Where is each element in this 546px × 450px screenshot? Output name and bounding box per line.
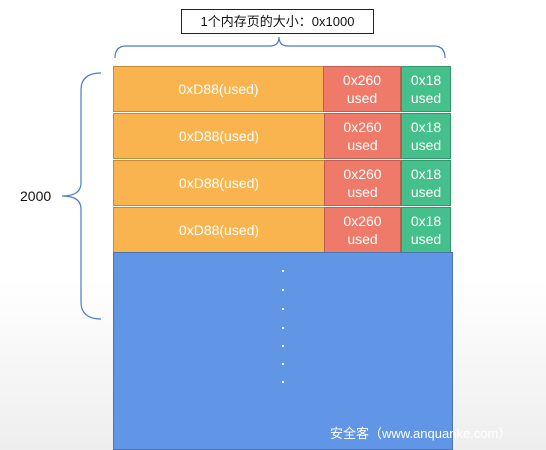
chunk-small-state: used — [410, 231, 442, 247]
ellipsis-dot — [282, 345, 284, 347]
ellipsis-dot — [282, 363, 284, 365]
ellipsis-dot — [282, 270, 284, 272]
chunk-small-3: 0x18 used — [401, 160, 451, 206]
chunk-mid-4: 0x260 used — [324, 207, 401, 253]
chunk-mid-size: 0x260 — [342, 72, 382, 88]
chunk-mid-2: 0x260 used — [324, 113, 401, 159]
chunk-main-3: 0xD88(used) — [113, 160, 325, 206]
free-memory-area — [113, 252, 453, 450]
chunk-main-2: 0xD88(used) — [113, 113, 325, 159]
chunk-small-size: 0x18 — [410, 213, 442, 229]
page-size-title: 1个内存页的大小：0x1000 — [181, 9, 374, 34]
watermark-text: 安全客（www.anquanke.com） — [330, 426, 512, 441]
chunk-small-state: used — [410, 90, 442, 106]
chunk-main-4: 0xD88(used) — [113, 207, 325, 253]
chunk-main-1: 0xD88(used) — [113, 66, 324, 112]
chunk-mid-state: used — [347, 137, 378, 153]
chunk-mid-3: 0x260 used — [324, 160, 401, 206]
chunk-small-2: 0x18 used — [401, 113, 451, 159]
ellipsis-dot — [282, 381, 284, 383]
ellipsis-dot — [282, 327, 284, 329]
ellipsis-dot — [282, 289, 284, 291]
chunk-small-state: used — [410, 137, 442, 153]
chunk-mid-state: used — [347, 231, 378, 247]
chunk-small-size: 0x18 — [410, 119, 442, 135]
left-brace — [61, 72, 102, 320]
ellipsis-dot — [282, 308, 284, 310]
chunk-small-size: 0x18 — [410, 166, 442, 182]
chunk-small-4: 0x18 used — [401, 207, 451, 253]
chunk-mid-state: used — [347, 184, 378, 200]
chunk-mid-size: 0x260 — [343, 166, 382, 182]
chunk-mid-state: used — [346, 90, 378, 106]
chunk-small-size: 0x18 — [410, 72, 442, 88]
chunk-small-1: 0x18 used — [401, 66, 451, 112]
chunk-mid-size: 0x260 — [343, 119, 382, 135]
count-label: 2000 — [20, 188, 52, 204]
chunk-mid-size: 0x260 — [343, 213, 382, 229]
chunk-small-state: used — [410, 184, 442, 200]
top-brace — [114, 36, 446, 59]
chunk-mid-1: 0x260 used — [323, 66, 401, 112]
